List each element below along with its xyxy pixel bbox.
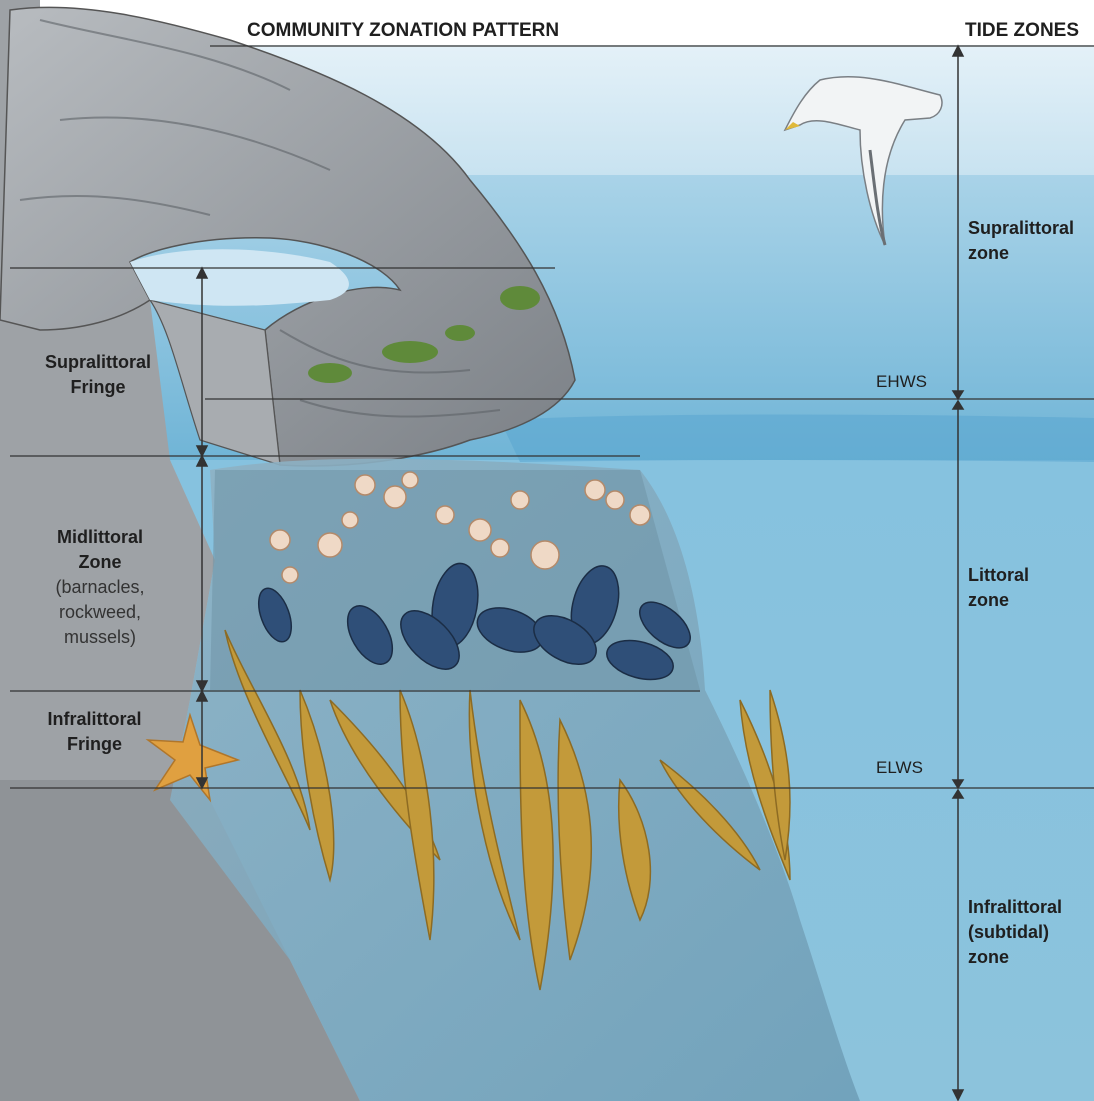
midlittoral-zone-label: Midlittoral Zone (barnacles, rockweed, m…	[30, 525, 170, 650]
infralittoral-fringe-label: Infralittoral Fringe	[22, 707, 167, 757]
supralittoral-fringe-label: Supralittoral Fringe	[28, 350, 168, 400]
littoral-zone-label: Littoral zone	[968, 563, 1029, 613]
diagram-title: COMMUNITY ZONATION PATTERN	[247, 18, 559, 43]
elws-marker: ELWS	[876, 755, 923, 780]
infralittoral-zone-label: Infralittoral (subtidal) zone	[968, 895, 1062, 970]
supralittoral-zone-label: Supralittoral zone	[968, 216, 1074, 266]
ehws-marker: EHWS	[876, 369, 927, 394]
tide-zones-header: TIDE ZONES	[965, 18, 1079, 43]
